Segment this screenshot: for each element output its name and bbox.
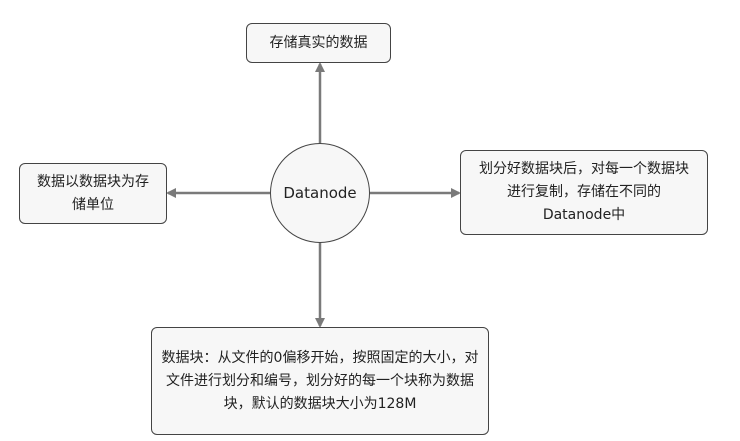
node-block-definition-text: 数据块：从文件的0偏移开始，按照固定的大小，对文件进行划分和编号，划分好的每一个… <box>161 349 479 412</box>
node-block-storage-unit: 数据以数据块为存储单位 <box>19 163 167 224</box>
node-block-replication: 划分好数据块后，对每一个数据块进行复制，存储在不同的Datanode中 <box>460 150 708 235</box>
node-datanode-center: Datanode <box>270 143 370 243</box>
node-datanode-center-text: Datanode <box>283 183 357 202</box>
node-block-definition: 数据块：从文件的0偏移开始，按照固定的大小，对文件进行划分和编号，划分好的每一个… <box>151 327 489 435</box>
node-store-real-data-text: 存储真实的数据 <box>269 34 368 51</box>
node-block-storage-unit-text: 数据以数据块为存储单位 <box>37 173 149 213</box>
node-store-real-data: 存储真实的数据 <box>246 23 391 63</box>
node-block-replication-text: 划分好数据块后，对每一个数据块进行复制，存储在不同的Datanode中 <box>479 161 689 223</box>
